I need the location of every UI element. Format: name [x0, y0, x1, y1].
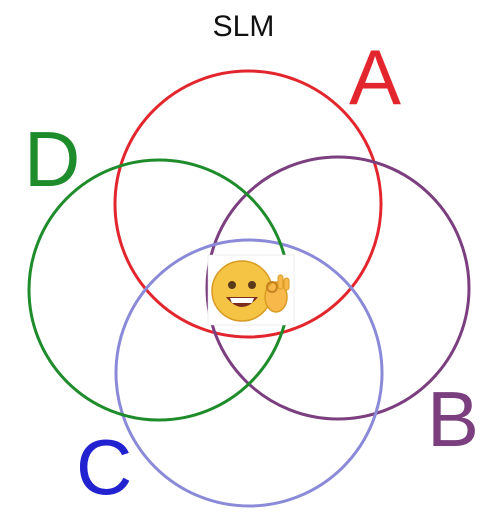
- circle-c: [114, 238, 384, 508]
- set-label-b: B: [427, 375, 479, 463]
- smiling-face-ok-hand-icon: [207, 254, 295, 326]
- circle-a: [113, 69, 383, 339]
- set-label-a: A: [349, 33, 401, 121]
- set-label-d: D: [24, 115, 80, 203]
- circle-b: [205, 155, 471, 421]
- diagram-title: SLM: [212, 10, 275, 43]
- set-label-c: C: [76, 423, 132, 511]
